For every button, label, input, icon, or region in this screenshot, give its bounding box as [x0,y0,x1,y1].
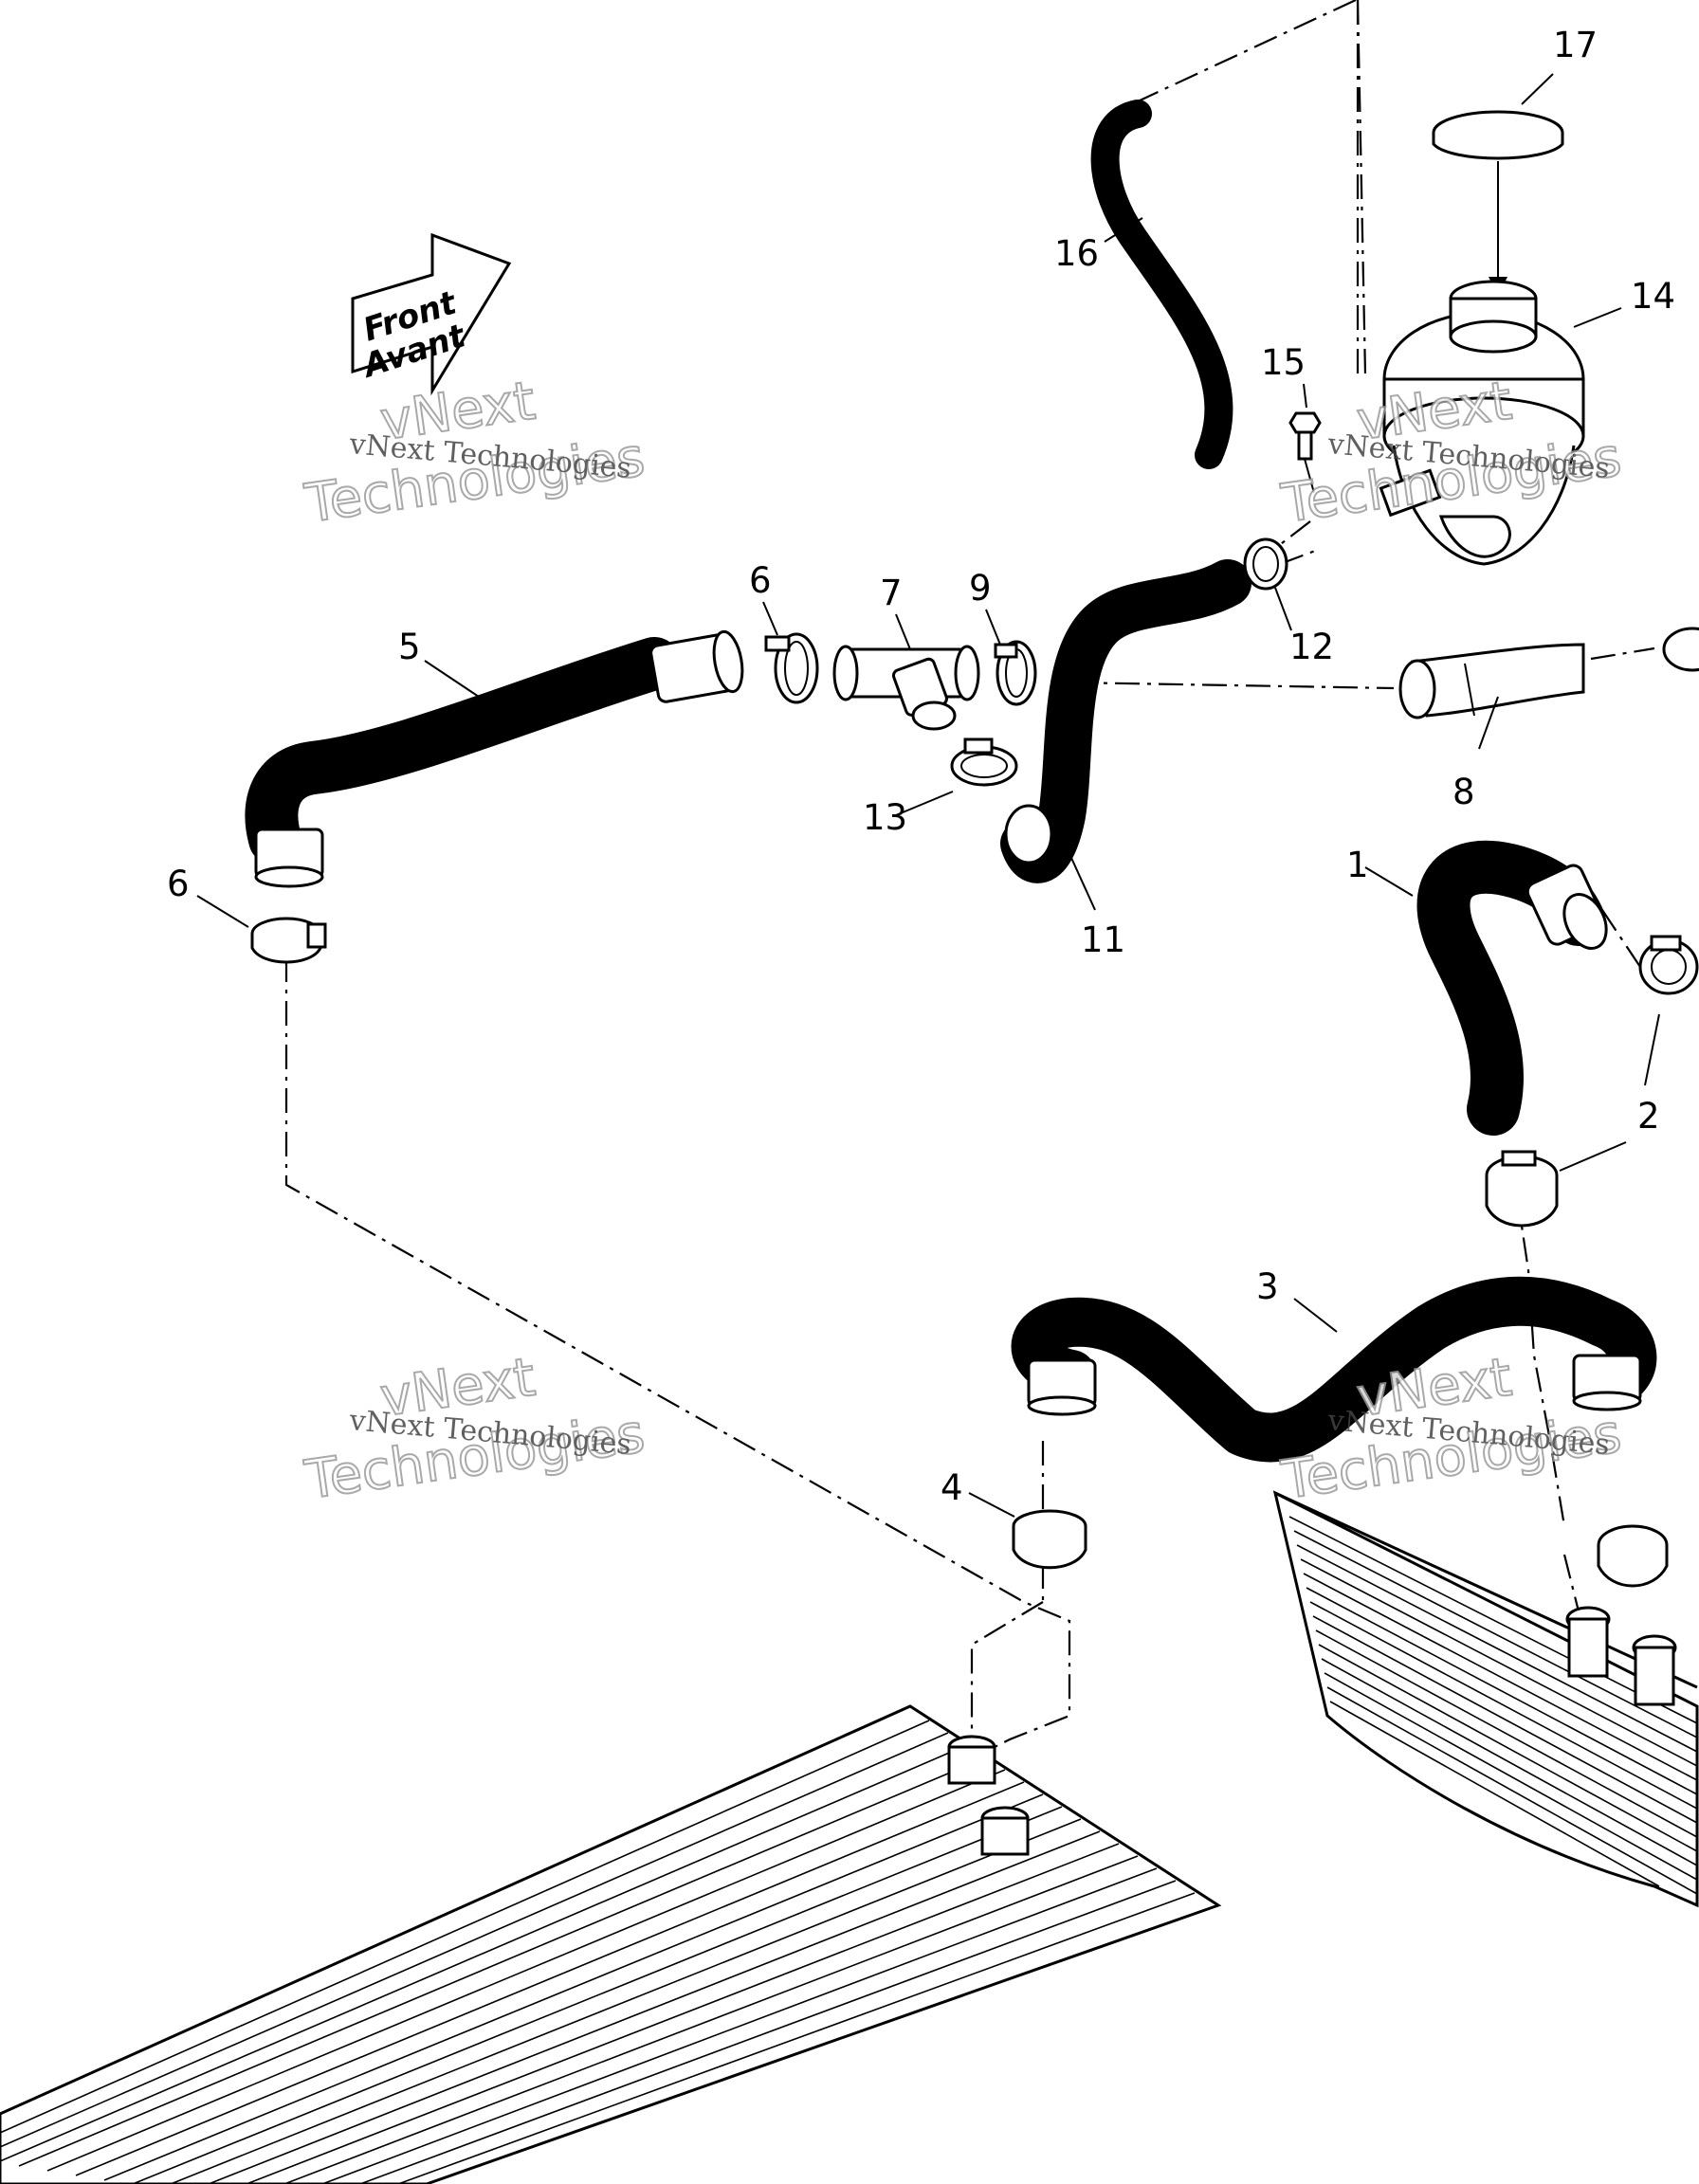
callout-12: 12 [1289,627,1334,667]
hose-clamp-2-upper [1638,935,1699,995]
callout-5: 5 [398,627,421,667]
hose-clamp-2-lower [1485,1150,1559,1228]
callout-7: 7 [880,573,903,613]
callout-17: 17 [1553,25,1598,65]
callout-1: 1 [1346,845,1369,885]
callout-leaders [196,73,1660,1518]
callout-15: 15 [1261,342,1306,383]
hose-clamp-right-lower [1597,1524,1669,1588]
hose-clamp-6-left [250,917,327,964]
hose-8 [1398,643,1585,719]
radiator-cap-17 [1432,110,1564,296]
bolt-15 [1288,411,1322,494]
hose-clamp-12 [1243,537,1288,591]
callout-6-left: 6 [167,864,190,904]
right-radiator [1272,1490,1699,1908]
hose-16 [1090,100,1233,469]
hose-clamp-partial [1662,627,1699,672]
callout-11: 11 [1081,919,1125,960]
callout-9: 9 [969,568,992,609]
hose-clamp-13 [950,737,1018,787]
callout-16: 16 [1054,233,1099,274]
callout-numbers: 1 2 3 4 5 6 6 7 8 9 11 12 13 14 15 16 17 [167,25,1675,1508]
left-radiator [0,1704,1222,2184]
callout-4: 4 [941,1467,963,1508]
callout-3: 3 [1256,1266,1279,1307]
assembly-lines [284,0,1655,1759]
callout-2: 2 [1637,1096,1660,1137]
hose-clamp-6-top [764,632,819,704]
hose-3 [1011,1276,1657,1463]
expansion-tank-14 [1379,280,1585,566]
tee-fitting-7 [832,645,980,731]
callout-13: 13 [863,797,907,838]
callout-6-top: 6 [749,560,772,601]
hose-clamp-4 [1012,1509,1087,1570]
hose-11 [1000,559,1251,883]
front-direction-arrow: Front Avant [351,232,512,396]
hose-5: — — — [245,629,744,888]
hose-clamp-9 [994,640,1037,706]
callout-8: 8 [1452,772,1475,812]
hose-1 [1416,840,1608,1136]
callout-14: 14 [1631,276,1675,317]
